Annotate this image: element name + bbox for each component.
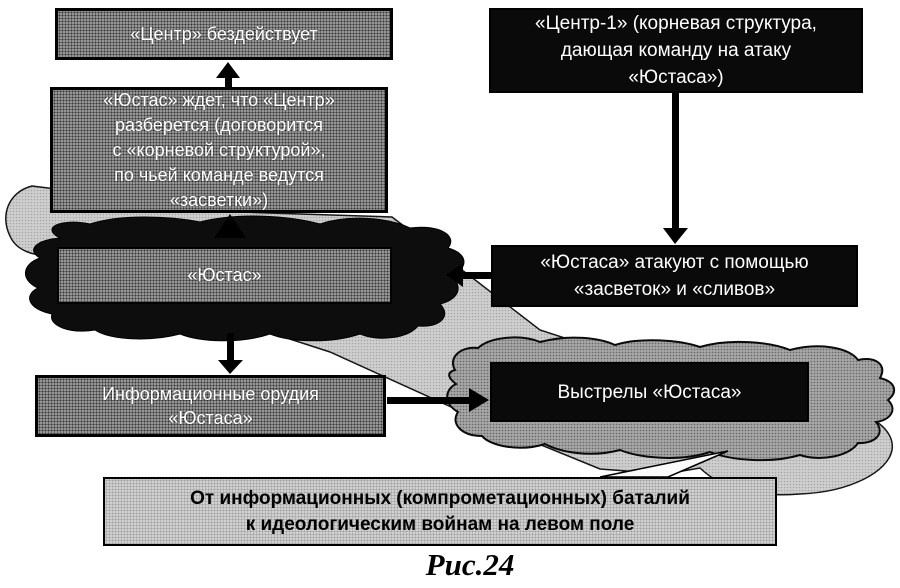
node-shots: Выстрелы «Юстаса» [490,362,809,422]
node-yustas-waits-label: «Юстас» ждет, что «Центр» разберется (до… [103,89,335,210]
arrow-waits-to-center [216,62,240,88]
node-attack-label: «Юстаса» атакуют с помощью «засветок» и … [540,252,809,300]
arrow-weapons-to-shots [387,388,489,412]
node-yustas-label: «Юстас» [187,265,262,285]
figure-caption: Рис.24 [425,547,515,582]
arrow-attack-to-yustas [446,263,493,287]
node-conclusion-label: От информационных (компрометационных) ба… [190,487,690,535]
node-center1-label: «Центр-1» (корневая структура, дающая ко… [535,13,817,88]
arrow-yustas-to-weapons [218,333,243,374]
node-attack: «Юстаса» атакуют с помощью «засветок» и … [491,245,858,307]
node-weapons: Информационные орудия «Юстаса» [35,375,386,437]
arrow-yustas-to-waits [214,214,246,238]
node-center-idle-label: «Центр» бездействует [130,23,318,44]
node-center-idle: «Центр» бездействует [55,8,393,60]
node-conclusion: От информационных (компрометационных) ба… [103,477,777,546]
node-shots-label: Выстрелы «Юстаса» [557,381,742,403]
arrow-center1-to-attack [663,93,688,244]
node-yustas-waits: «Юстас» ждет, что «Центр» разберется (до… [50,87,388,213]
node-weapons-label: Информационные орудия «Юстаса» [102,384,319,428]
node-center1: «Центр-1» (корневая структура, дающая ко… [489,8,863,93]
node-yustas: «Юстас» [57,247,392,304]
